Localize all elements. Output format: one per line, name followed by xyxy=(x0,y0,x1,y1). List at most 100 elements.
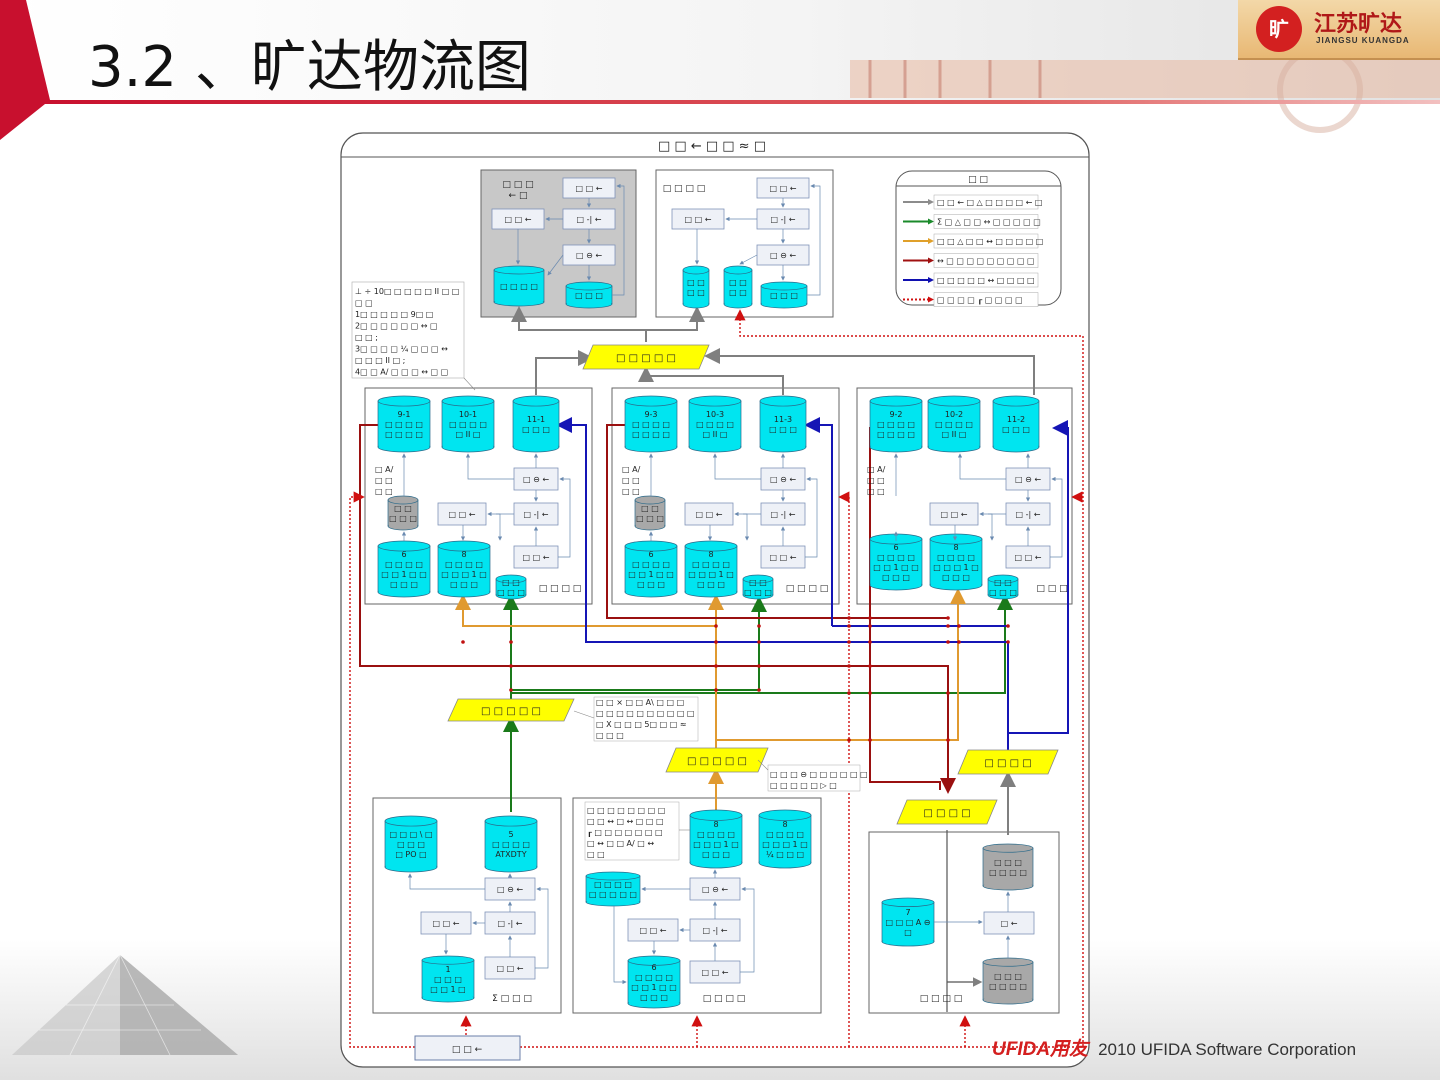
br-tank-7-text-2: □ xyxy=(904,928,912,937)
plant-1-side-label-2: □ □ xyxy=(375,487,393,496)
plant-3-tank-11-text-0: 11-3 xyxy=(774,415,792,424)
plant-2-tank-6-text-2: □ □ 1 □ □ xyxy=(873,563,919,572)
logo-mark: 旷 xyxy=(1256,6,1302,52)
plant-1-proc-b-label: □ -| ← xyxy=(524,510,549,519)
junction-dot xyxy=(847,616,851,620)
bm-tank-small: □ □ □ □□ □ □ □ □ xyxy=(585,871,641,907)
plant-2-proc-b: □ -| ← xyxy=(1005,502,1051,526)
note-left: ⊥ ÷ 10□ □ □ □ □ II □ □□ □1□ □ □ □ □ 9□ □… xyxy=(355,287,459,377)
br-tank-top: □ □ □□ □ □ □ xyxy=(982,843,1034,891)
plant-3-tank-8-text-0: 8 xyxy=(708,550,713,559)
bl-name: Σ □ □ □ xyxy=(492,994,532,1004)
junction-dot xyxy=(847,738,851,742)
top-white-proc-c-label: □ ⊖ ← xyxy=(770,251,796,260)
plant-1-tank-6-text-1: □ □ □ □ xyxy=(385,560,423,569)
bm-proc-d-label: □ □ ← xyxy=(702,968,729,977)
top-white-proc-b: □ -| ← xyxy=(756,208,810,230)
junction-dot xyxy=(946,624,950,628)
bl-tank-5: 5□ □ □ □ATXDTY xyxy=(484,815,538,873)
bl-proc-a: □ □ ← xyxy=(420,911,472,935)
note-left-line-6: □ □ □ II □ ; xyxy=(355,356,405,365)
bm-tank-8b-text-0: 8 xyxy=(782,820,787,829)
plant-1-tank-11: 11-1□ □ □ xyxy=(512,395,560,453)
note-bl-line-3: □ ↔ □ □ A/ □ ↔ xyxy=(587,839,654,848)
plant-2-proc-a-label: □ □ ← xyxy=(941,510,968,519)
top-white-tank-3-text-0: □ □ □ xyxy=(770,291,798,300)
junction-dot xyxy=(509,640,513,644)
junction-dot xyxy=(757,640,761,644)
junction-dot xyxy=(868,664,872,668)
top-white-label: □ □ □ □ xyxy=(663,184,706,194)
plant-1-tank-11-text-1: □ □ □ xyxy=(522,425,550,434)
plant-2-tank-6-text-0: 6 xyxy=(893,543,898,552)
note-mid-line-0: □ □ × □ □ A\ □ □ □ xyxy=(596,698,684,707)
plant-3-tank-10-text-0: 10-3 xyxy=(706,410,724,419)
bl-proc-b-label: □ -| ← xyxy=(498,919,523,928)
pyramid-graphic xyxy=(12,954,238,1056)
plant-2-proc-d: □ □ ← xyxy=(1005,545,1051,569)
note-right-line-0: □ □ □ ⊖ □ □ □ □ □ □ xyxy=(770,770,868,779)
plant-2-tank-9-text-2: □ □ □ □ xyxy=(877,430,915,439)
bm-tank-8a: 8□ □ □ □□ □ □ 1 □□ □ □ xyxy=(689,809,743,869)
junction-dot xyxy=(714,688,718,692)
legend: □ □ □ □ ← □ △ □ □ □ □ ← □Σ □ △ □ □ ↔ □ □… xyxy=(895,170,1062,307)
bm-tank-6-text-2: □ □ 1 □ □ xyxy=(631,983,677,992)
plant-3-tank-6-text-2: □ □ 1 □ □ xyxy=(628,570,674,579)
note-left-line-3: 2□ □ □ □ □ □ ↔ □ xyxy=(355,322,438,331)
bm-tank-6: 6□ □ □ □□ □ 1 □ □□ □ □ xyxy=(627,955,681,1009)
br-tank-7-text-1: □ □ □ A ⊖ xyxy=(885,918,930,927)
plant-2-side-label-1: □ □ xyxy=(867,476,885,485)
bm-tank-6-text-1: □ □ □ □ xyxy=(635,973,673,982)
bm-tank-6-text-0: 6 xyxy=(651,963,656,972)
top-gray-proc-a: □ □ ← xyxy=(562,177,616,199)
bl-proc-d-label: □ □ ← xyxy=(497,964,524,973)
plant-1-side-label: □ A/□ □□ □ xyxy=(375,465,394,496)
junction-dot xyxy=(868,691,872,695)
note-left-line-1: □ □ xyxy=(355,299,373,308)
plant-1-proc-b: □ -| ← xyxy=(513,502,559,526)
note-right-line-1: □ □ □ □ □ ▷ □ xyxy=(770,781,837,790)
plant-3-tank-10-text-1: □ □ □ □ xyxy=(696,420,734,429)
company-logo: 旷 江苏旷达 JIANGSU KUANGDA xyxy=(1238,0,1440,60)
plant-1-tank-8: 8□ □ □ □□ □ □ 1 □□ □ □ xyxy=(437,540,491,598)
para-center-label: □ □ □ □ □ xyxy=(687,756,747,767)
plant-1-tank-8-text-1: □ □ □ □ xyxy=(445,560,483,569)
para-top-label: □ □ □ □ □ xyxy=(616,353,676,364)
bl-tank-po: □ □ □ \ □□ □ □□ PO □ xyxy=(384,815,438,873)
junction-dot xyxy=(509,664,513,668)
junction-dot xyxy=(757,688,761,692)
top-white-tank-3: □ □ □ xyxy=(760,281,808,309)
legend-item-4: □ □ □ □ □ ↔ □ □ □ □ xyxy=(937,276,1035,285)
plant-1-tank-9-text-1: □ □ □ □ xyxy=(385,420,423,429)
plant-3-tank-10: 10-3□ □ □ □□ II □ xyxy=(688,395,742,453)
br-tank-top-text-1: □ □ □ □ xyxy=(989,868,1027,877)
junction-dot xyxy=(461,640,465,644)
logo-english-name: JIANGSU KUANGDA xyxy=(1316,36,1410,45)
bm-tank-8a-text-2: □ □ □ 1 □ xyxy=(693,840,739,849)
plant-2-tank-6-text-3: □ □ □ xyxy=(882,573,910,582)
note-right: □ □ □ ⊖ □ □ □ □ □ □ □ □ □ □ □ ▷ □ xyxy=(757,759,868,792)
plant-1-tank-gray-text-0: □ □ xyxy=(394,504,412,513)
plant-2-tank-8-text-2: □ □ □ 1 □ xyxy=(933,563,979,572)
plant-2-tank-small: □ □□ □ □ xyxy=(987,574,1019,600)
bottom-process-label: □ □ ← xyxy=(452,1045,483,1055)
plant-3-tank-11: 11-3□ □ □ xyxy=(759,395,807,453)
junction-dot xyxy=(868,640,872,644)
bm-tank-small-text-1: □ □ □ □ □ xyxy=(589,890,637,899)
plant-2-proc-b-label: □ -| ← xyxy=(1016,510,1041,519)
plant-1-tank-6: 6□ □ □ □□ □ 1 □ □□ □ □ xyxy=(377,540,431,598)
top-white-tank-1: □ □□ □ xyxy=(682,265,710,309)
junction-dot xyxy=(868,624,872,628)
plant-3-proc-a-label: □ □ ← xyxy=(696,510,723,519)
plant-3-tank-gray: □ □□ □ □ xyxy=(634,495,666,531)
bm-tank-8b-text-2: □ □ □ 1 □ xyxy=(762,840,808,849)
top-white-proc-a-label: □ □ ← xyxy=(770,184,797,193)
plant-1-tank-6-text-3: □ □ □ xyxy=(390,580,418,589)
plant-2-tank-9: 9-2□ □ □ □□ □ □ □ xyxy=(869,395,923,453)
plant-2-tank-9-text-0: 9-2 xyxy=(889,410,902,419)
note-left-line-5: 3□ □ □ □ ¼ □ □ □ ↔ xyxy=(355,345,448,354)
br-name: □ □ □ □ xyxy=(920,994,963,1004)
plant-2-proc-a: □ □ ← xyxy=(929,502,979,526)
plant-1-proc-c: □ ⊖ ← xyxy=(513,467,559,491)
top-gray-proc-left: □ □ ← xyxy=(491,208,545,230)
